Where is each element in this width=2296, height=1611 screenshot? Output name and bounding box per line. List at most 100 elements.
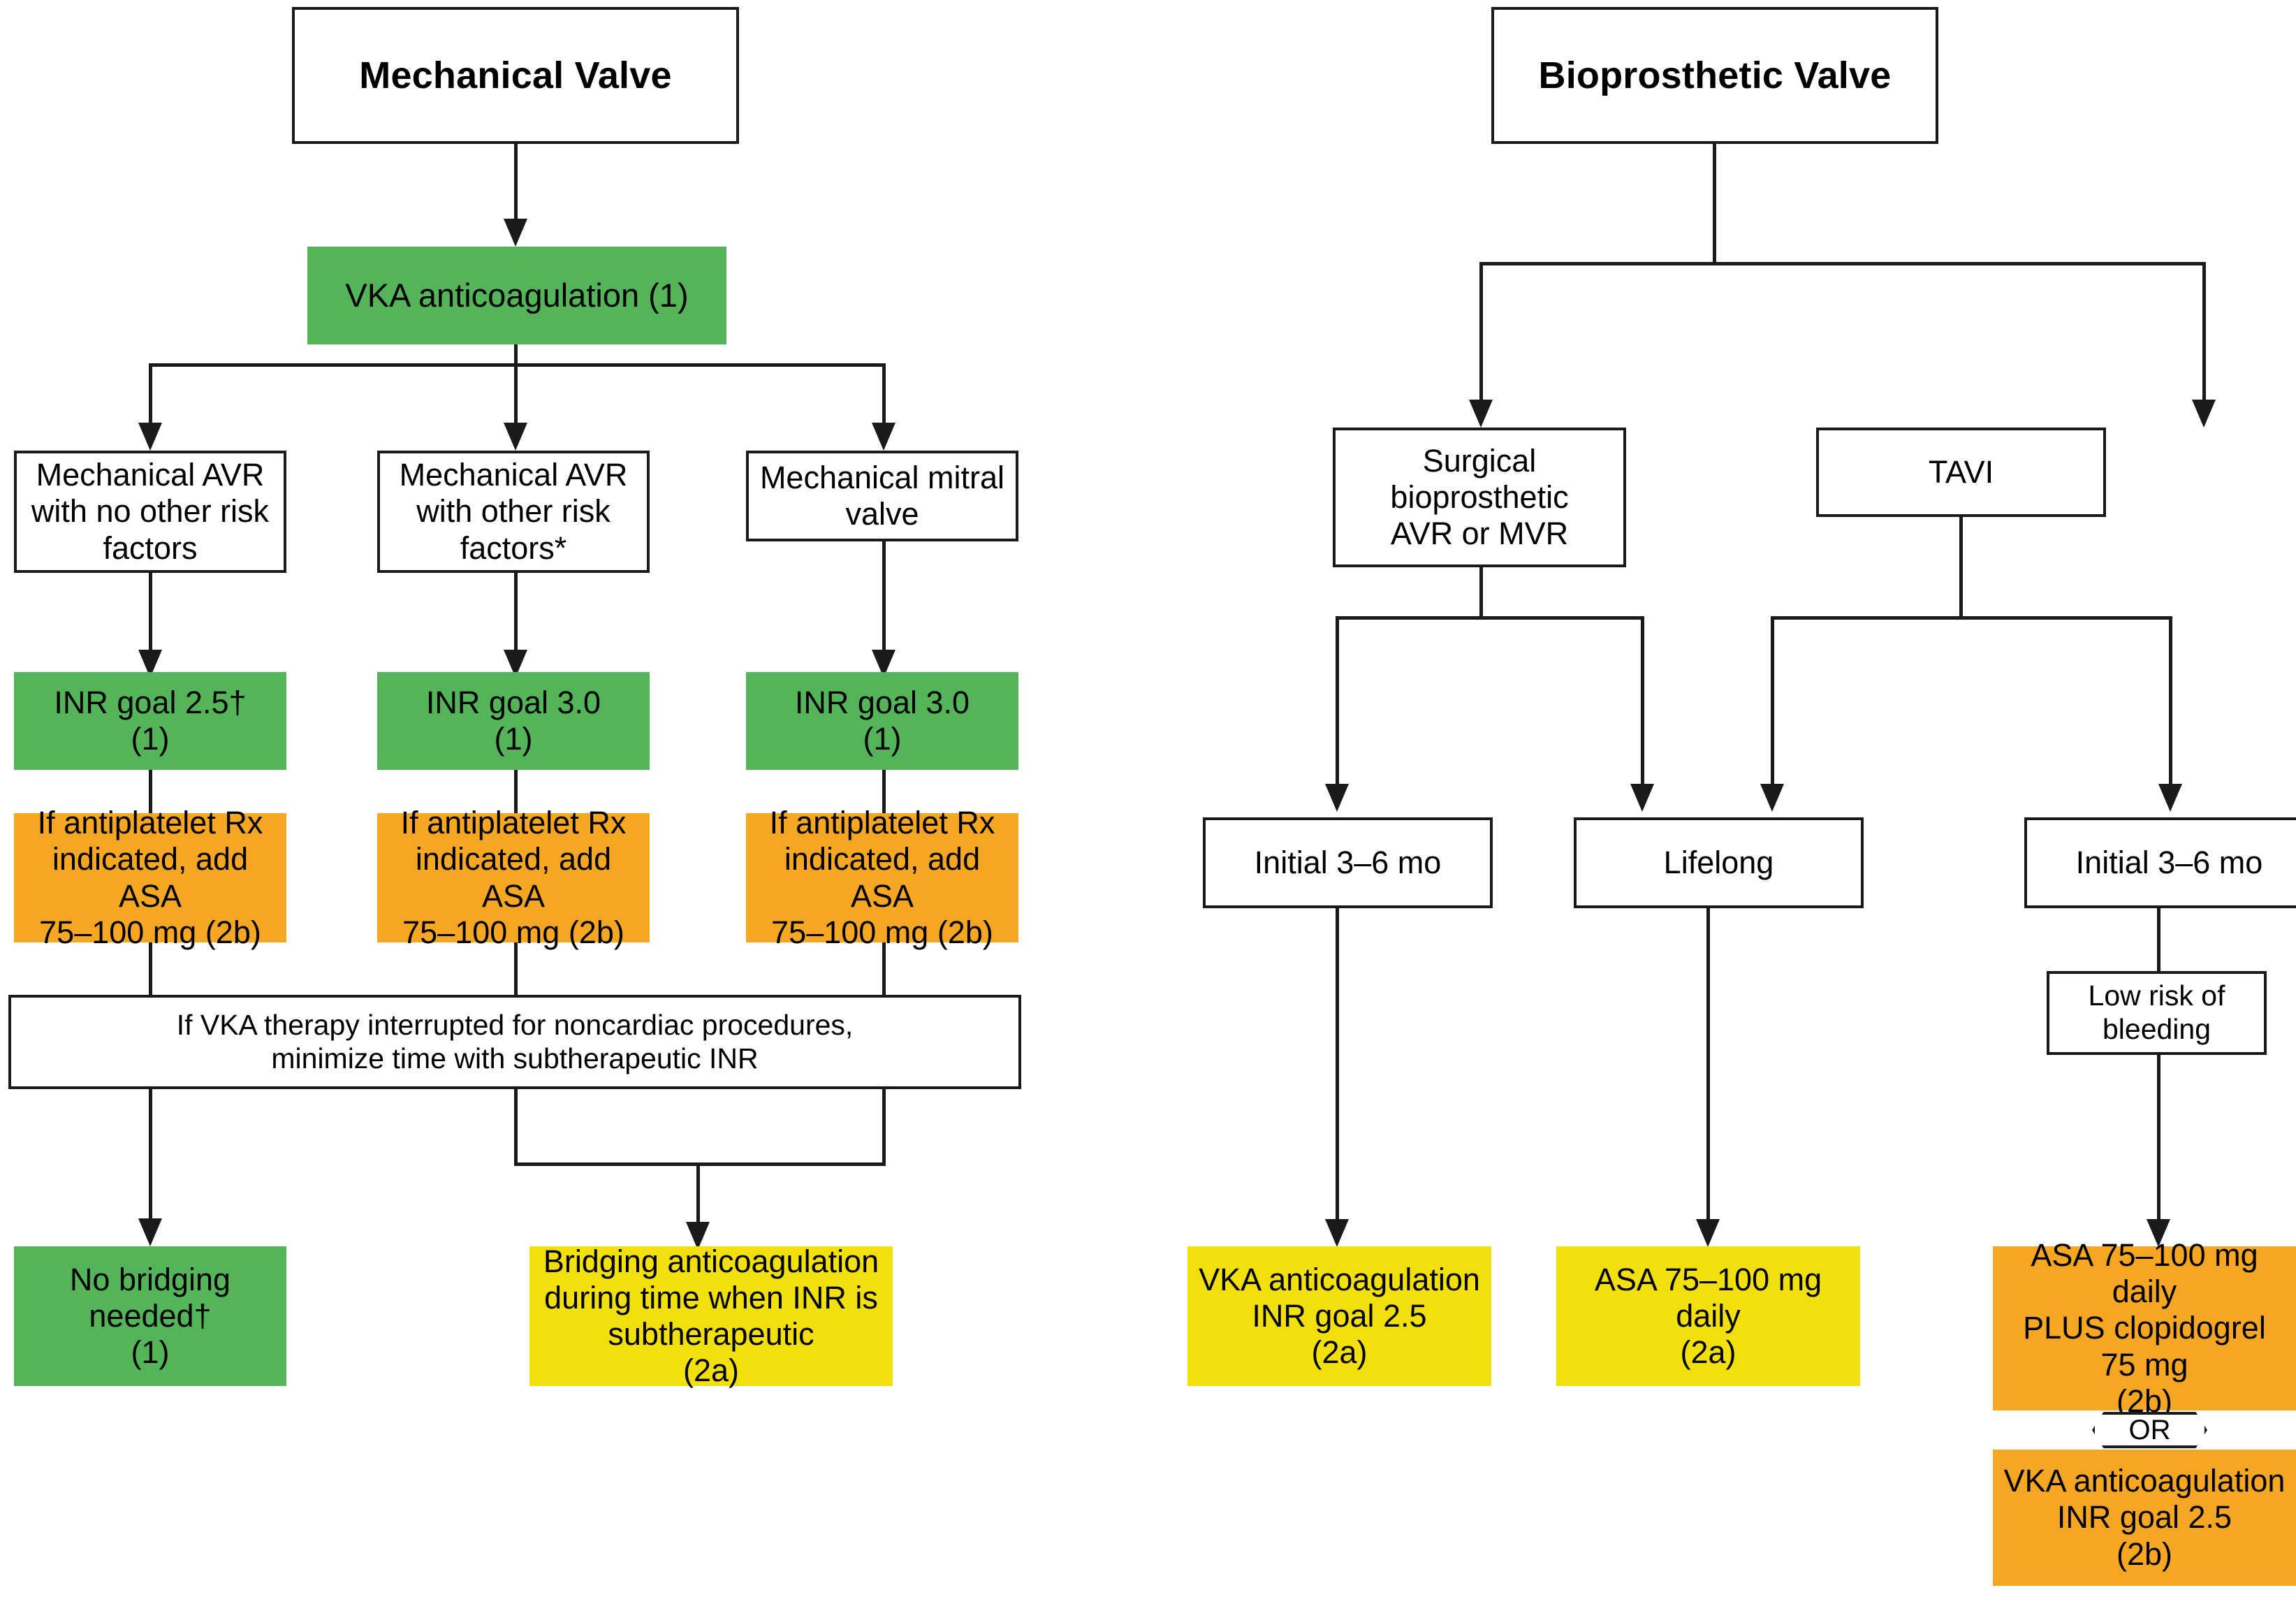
arrowhead: [1469, 400, 1493, 428]
arrowhead: [1325, 1219, 1349, 1247]
node-bioprosthetic-valve-root: Bioprosthetic Valve: [1491, 7, 1938, 144]
node-label: Initial 3–6 mo: [2075, 844, 2263, 880]
node-label: Initial 3–6 mo: [1254, 844, 1442, 880]
node-label: Surgical bioprosthetic AVR or MVR: [1390, 442, 1569, 552]
connector-interrupted-col2-down: [514, 1089, 518, 1166]
connector-branch1-down: [149, 363, 152, 428]
connector-surgical-right-down: [1641, 616, 1644, 791]
connector-low-risk-down: [2157, 1055, 2160, 1226]
node-label: Mechanical Valve: [359, 54, 672, 96]
connector-initial-left-down: [1336, 908, 1339, 1226]
node-initial-3-6-mo-tavi: Initial 3–6 mo: [2024, 817, 2296, 908]
node-label: If antiplatelet Rx indicated, add ASA 75…: [769, 805, 995, 950]
connector-asa1-to-interrupted: [149, 942, 152, 995]
connector-inr2-to-asa: [514, 770, 518, 813]
connector-branch3-down: [882, 363, 886, 428]
node-inr-goal-30-avr: INR goal 3.0 (1): [377, 672, 650, 770]
node-antiplatelet-2: If antiplatelet Rx indicated, add ASA 75…: [377, 805, 650, 950]
node-antiplatelet-3: If antiplatelet Rx indicated, add ASA 75…: [746, 805, 1018, 950]
node-label: INR goal 2.5† (1): [54, 684, 247, 757]
node-label: VKA anticoagulation (1): [345, 276, 689, 314]
connector-cond1-to-inr: [149, 573, 152, 657]
node-label: ASA 75–100 mg daily (2a): [1594, 1261, 1822, 1371]
connector-surgical-bus: [1336, 616, 1644, 620]
node-label: Low risk of bleeding: [2088, 979, 2225, 1045]
arrowhead: [1696, 1219, 1720, 1247]
node-label: If VKA therapy interrupted for noncardia…: [176, 1008, 854, 1074]
node-label: Mechanical AVR with other risk factors*: [399, 457, 628, 566]
arrowhead: [1630, 784, 1654, 812]
connector-tavi-right-down: [2169, 616, 2172, 791]
connector-inr1-to-asa: [149, 770, 152, 813]
node-mechanical-valve-root: Mechanical Valve: [292, 7, 739, 144]
connector-asa3-to-interrupted: [882, 942, 886, 995]
connector-merge-down: [696, 1162, 700, 1229]
node-bridging-anticoagulation: Bridging anticoagulation during time whe…: [529, 1244, 893, 1388]
connector-initial-right-down-a: [2157, 908, 2160, 971]
node-label: Bridging anticoagulation during time whe…: [543, 1243, 879, 1389]
arrowhead: [504, 219, 527, 247]
arrowhead: [138, 423, 162, 451]
node-outcome-vka-surgical: VKA anticoagulation INR goal 2.5 (2a): [1187, 1246, 1491, 1386]
connector-merge-horizontal: [514, 1162, 886, 1166]
connector-lifelong-down: [1706, 908, 1710, 1226]
arrowhead: [2158, 784, 2182, 812]
node-label: INR goal 3.0 (1): [425, 684, 601, 757]
node-label: VKA anticoagulation INR goal 2.5 (2a): [1199, 1261, 1480, 1371]
node-surgical-bioprosthetic: Surgical bioprosthetic AVR or MVR: [1333, 428, 1626, 567]
node-inr-goal-25: INR goal 2.5† (1): [14, 672, 286, 770]
node-label: TAVI: [1928, 453, 1994, 490]
arrowhead: [1760, 784, 1784, 812]
connector-bio-root-down: [1713, 144, 1716, 264]
arrowhead: [2192, 400, 2216, 428]
node-mech-avr-other-risk: Mechanical AVR with other risk factors*: [377, 451, 650, 573]
node-antiplatelet-1: If antiplatelet Rx indicated, add ASA 75…: [14, 805, 286, 950]
connector-bio-right-down: [2202, 262, 2206, 405]
connector-bio-left-down: [1479, 262, 1483, 405]
node-vka-interrupted: If VKA therapy interrupted for noncardia…: [8, 995, 1021, 1089]
connector-tavi-down: [1959, 517, 1963, 618]
connector-tavi-left-down: [1771, 616, 1774, 791]
connector-surgical-left-down: [1336, 616, 1339, 791]
connector-interrupted-to-nobridging: [149, 1089, 152, 1225]
arrowhead: [872, 423, 895, 451]
node-outcome-asa-plus-clopidogrel: ASA 75–100 mg daily PLUS clopidogrel 75 …: [1993, 1237, 2296, 1419]
or-connector-badge: OR: [2092, 1412, 2207, 1448]
node-label: VKA anticoagulation INR goal 2.5 (2b): [2003, 1463, 2286, 1572]
connector-bus-horizontal: [149, 363, 886, 367]
arrowhead: [686, 1222, 710, 1250]
connector-asa2-to-interrupted: [514, 942, 518, 995]
connector-tavi-bus: [1771, 616, 2172, 620]
node-lifelong: Lifelong: [1574, 817, 1864, 908]
node-label: No bridging needed† (1): [69, 1261, 231, 1371]
node-mech-avr-no-risk: Mechanical AVR with no other risk factor…: [14, 451, 286, 573]
node-mech-mitral-valve: Mechanical mitral valve: [746, 451, 1018, 541]
connector-root-to-vka: [514, 144, 518, 224]
node-label: Bioprosthetic Valve: [1538, 54, 1892, 96]
node-label: INR goal 3.0 (1): [794, 684, 970, 757]
node-no-bridging-needed: No bridging needed† (1): [14, 1246, 286, 1386]
node-label: Mechanical mitral valve: [759, 459, 1005, 532]
node-label: ASA 75–100 mg daily PLUS clopidogrel 75 …: [2023, 1237, 2266, 1419]
node-label: Lifelong: [1663, 844, 1774, 880]
connector-vka-down: [514, 344, 518, 428]
node-inr-goal-30-mitral: INR goal 3.0 (1): [746, 672, 1018, 770]
connector-interrupted-col3-down: [882, 1089, 886, 1166]
node-outcome-asa-lifelong: ASA 75–100 mg daily (2a): [1556, 1246, 1860, 1386]
node-label: If antiplatelet Rx indicated, add ASA 75…: [400, 805, 627, 950]
or-label: OR: [2128, 1414, 2171, 1445]
node-label: Mechanical AVR with no other risk factor…: [31, 457, 270, 566]
arrowhead: [138, 1218, 162, 1246]
connector-cond3-to-inr: [882, 541, 886, 657]
connector-inr3-to-asa: [882, 770, 886, 813]
node-outcome-vka-tavi: VKA anticoagulation INR goal 2.5 (2b): [1993, 1450, 2296, 1586]
connector-bio-bus-horizontal: [1479, 262, 2206, 265]
arrowhead: [1325, 784, 1349, 812]
node-low-risk-of-bleeding: Low risk of bleeding: [2047, 971, 2267, 1055]
node-tavi: TAVI: [1816, 428, 2106, 517]
node-label: If antiplatelet Rx indicated, add ASA 75…: [37, 805, 263, 950]
connector-cond2-to-inr: [514, 573, 518, 657]
node-initial-3-6-mo-surgical: Initial 3–6 mo: [1203, 817, 1493, 908]
arrowhead: [504, 423, 527, 451]
